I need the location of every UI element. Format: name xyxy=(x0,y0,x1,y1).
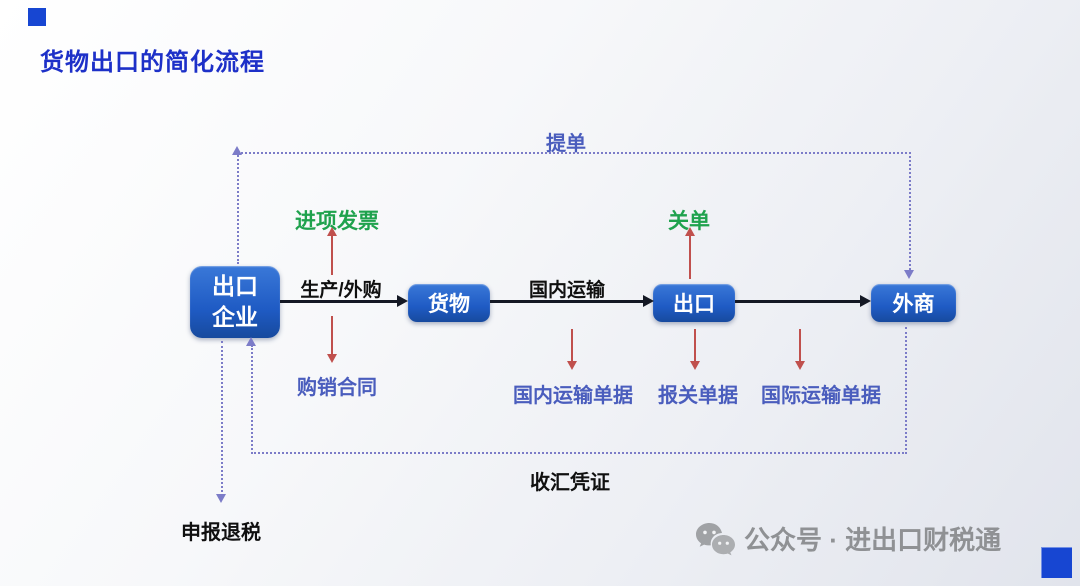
customs-docs-arrowhead-icon xyxy=(690,361,700,370)
flow-arrow-exporter-goods-arrowhead-icon xyxy=(397,295,408,307)
bill-of-lading-down-arrowhead-icon xyxy=(904,270,914,279)
wechat-icon xyxy=(695,522,735,556)
watermark-text: 公众号 · 进出口财税通 xyxy=(744,525,1002,555)
label-bill-of-lading: 提单 xyxy=(546,133,586,155)
label-intl-transport-docs: 国际运输单据 xyxy=(761,385,881,407)
flow-arrow-export-foreign-line xyxy=(735,300,862,303)
input-invoice-arrow-line xyxy=(331,235,333,275)
tax-refund-arrowhead-icon xyxy=(216,494,226,503)
flow-arrow-export-foreign-arrowhead-icon xyxy=(860,295,871,307)
purchase-contract-arrow-line xyxy=(331,316,333,356)
bottom-right-accent-square xyxy=(1041,547,1072,578)
fx-receipt-path-left-line xyxy=(251,345,253,454)
purchase-contract-arrowhead-icon xyxy=(327,354,337,363)
customs-docs-arrow-line xyxy=(694,329,696,363)
label-input-invoice: 进项发票 xyxy=(295,210,379,233)
label-production-purchase: 生产/外购 xyxy=(300,280,382,301)
flow-arrow-exporter-goods-line xyxy=(280,300,400,303)
label-fx-receipt-voucher: 收汇凭证 xyxy=(530,472,610,494)
fx-receipt-path-bottom-line xyxy=(251,452,907,454)
bill-of-lading-path-right-line xyxy=(909,152,911,270)
bill-of-lading-path-top-line xyxy=(237,152,911,154)
label-domestic-transport: 国内运输 xyxy=(528,280,606,301)
fx-receipt-path-right-line xyxy=(905,327,907,454)
label-tax-refund-declare: 申报退税 xyxy=(181,522,261,544)
node-goods: 货物 xyxy=(408,284,490,322)
flow-arrow-goods-export-line xyxy=(490,300,644,303)
domestic-transport-docs-arrowhead-icon xyxy=(567,361,577,370)
bill-of-lading-path-left-line xyxy=(237,152,239,264)
customs-form-arrowhead-icon xyxy=(685,227,695,236)
node-foreign-buyer: 外商 xyxy=(871,284,956,322)
label-domestic-transport-docs: 国内运输单据 xyxy=(513,385,633,407)
node-export: 出口 xyxy=(653,284,735,322)
top-left-accent-square xyxy=(28,8,46,26)
intl-transport-docs-arrow-line xyxy=(799,329,801,363)
fx-receipt-up-arrowhead-icon xyxy=(246,337,256,346)
input-invoice-arrowhead-icon xyxy=(327,227,337,236)
customs-form-arrow-line xyxy=(689,235,691,279)
node-export-enterprise: 出口 企业 xyxy=(190,266,280,338)
bill-of-lading-up-arrowhead-icon xyxy=(232,146,242,155)
watermark: 公众号 · 进出口财税通 xyxy=(695,520,1001,557)
intl-transport-docs-arrowhead-icon xyxy=(795,361,805,370)
label-customs-docs: 报关单据 xyxy=(658,385,738,407)
label-purchase-contract: 购销合同 xyxy=(297,377,377,399)
page-title: 货物出口的简化流程 xyxy=(40,49,265,76)
domestic-transport-docs-arrow-line xyxy=(571,329,573,363)
tax-refund-arrow-line xyxy=(221,341,223,496)
label-customs-form: 关单 xyxy=(668,210,710,233)
flow-arrow-goods-export-arrowhead-icon xyxy=(643,295,654,307)
